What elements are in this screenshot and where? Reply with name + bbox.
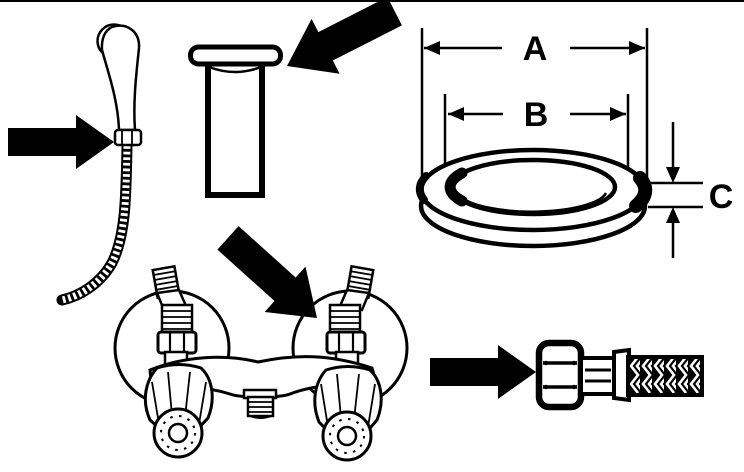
- cap-center-hole: [167, 422, 189, 444]
- washer-ring: [415, 147, 653, 249]
- spout-thread-lines: [248, 401, 273, 413]
- left-hex-nut: [156, 330, 198, 355]
- hose-ferrule: [612, 347, 631, 403]
- two-handle-faucet: [113, 264, 409, 462]
- cap-radial-ticks: [160, 415, 196, 451]
- handle-facet-lines: [320, 373, 376, 430]
- arrow-to-shower-hose-connector-icon: [8, 115, 114, 169]
- thread-lines: [347, 270, 373, 296]
- tailpiece-tube: [205, 62, 265, 198]
- arrow-to-faucet-right-inlet-icon: [207, 215, 338, 341]
- nut-corner-dot: [543, 384, 549, 390]
- washer-left-shadow: [415, 172, 430, 204]
- washer-hole: [448, 157, 618, 217]
- flanged-tailpiece: [188, 44, 283, 198]
- nut-facet-lines: [543, 361, 577, 389]
- handle-facet-lines: [151, 371, 207, 427]
- connector-facet-lines: [121, 131, 133, 144]
- right-handle: [313, 365, 383, 462]
- nut-corner-dot: [571, 384, 577, 390]
- shower-hose-outline: [56, 140, 133, 306]
- collar-rib-lines: [585, 368, 611, 383]
- shower-hose-ribs: [61, 145, 131, 304]
- hose-connector-nut: [113, 128, 143, 147]
- dim-label-a: A: [523, 30, 548, 68]
- dim-label-b: B: [524, 96, 549, 134]
- hole-inner-shadow: [444, 167, 468, 207]
- handheld-shower-wand: [56, 23, 143, 306]
- cap-center-hole: [336, 425, 358, 447]
- right-hex-nut: [325, 330, 367, 355]
- thread-lines: [330, 310, 360, 330]
- washer-figure: A B C: [415, 28, 733, 258]
- braided-hose-section: [626, 355, 704, 397]
- arrow-to-tailpiece-flange-icon: [273, 0, 409, 94]
- hose-collar: [579, 356, 616, 396]
- tailpiece-flange: [188, 44, 283, 67]
- hose-hex-nut: [535, 339, 585, 411]
- spout-outlet: [242, 388, 278, 419]
- dimension-c: C: [648, 122, 733, 258]
- left-inlet-pipe: [151, 264, 198, 370]
- washer-right-shadow: [629, 171, 653, 213]
- hole-bottom-edge: [459, 192, 608, 213]
- left-handle: [143, 363, 214, 459]
- dimension-a: A: [424, 30, 645, 68]
- extension-lines: [420, 28, 649, 182]
- tube-inner-curve: [208, 65, 262, 74]
- arrow-to-supply-hose-nut-icon: [430, 345, 536, 399]
- thread-lines: [162, 310, 192, 330]
- right-inlet-pipe: [325, 264, 375, 370]
- nut-corner-dot: [543, 360, 549, 366]
- cap-radial-ticks: [329, 418, 365, 454]
- braided-supply-hose: [535, 339, 704, 411]
- dimension-b: B: [448, 96, 626, 134]
- shower-handle: [100, 24, 141, 132]
- thread-lines: [153, 270, 179, 296]
- nut-corner-dot: [571, 360, 577, 366]
- dim-label-c: C: [709, 178, 734, 216]
